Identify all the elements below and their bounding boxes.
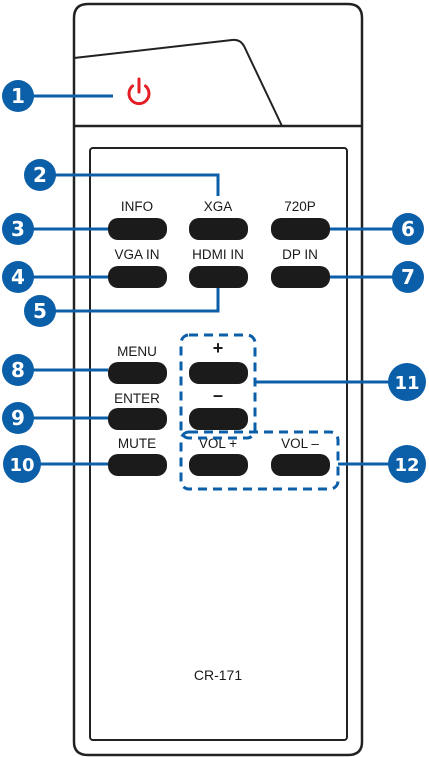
leader-5 (50, 288, 220, 313)
callout-4: 4 (2, 261, 34, 293)
mute-label: MUTE (118, 436, 156, 451)
callout-8: 8 (2, 354, 34, 386)
svg-text:4: 4 (11, 265, 25, 289)
vol-minus-label: VOL – (281, 436, 319, 451)
callout-6: 6 (392, 213, 424, 245)
callout-5: 5 (24, 295, 56, 327)
svg-text:6: 6 (401, 217, 415, 241)
hdmi-in-label: HDMI IN (192, 247, 244, 262)
minus-label: – (213, 385, 223, 405)
svg-text:1: 1 (11, 84, 25, 108)
power-icon[interactable] (127, 77, 151, 106)
svg-text:12: 12 (394, 455, 419, 476)
callout-10: 10 (3, 445, 41, 483)
vol-plus-button[interactable] (189, 454, 248, 476)
svg-text:2: 2 (33, 163, 47, 187)
mute-button[interactable] (108, 454, 167, 476)
svg-text:7: 7 (401, 265, 415, 289)
svg-text:10: 10 (9, 455, 34, 476)
arrow-group-outline (179, 333, 257, 440)
enter-label: ENTER (114, 391, 160, 406)
p720-button[interactable] (271, 218, 330, 240)
vol-minus-button[interactable] (271, 454, 330, 476)
svg-text:5: 5 (33, 299, 47, 323)
volume-group-outline (179, 430, 340, 491)
p720-label: 720P (284, 199, 316, 214)
callout-9: 9 (2, 402, 34, 434)
xga-label: XGA (204, 199, 233, 214)
vga-in-button[interactable] (108, 266, 167, 288)
model-number: CR-171 (194, 667, 242, 683)
plus-label: + (213, 338, 224, 358)
plus-button[interactable] (189, 362, 248, 384)
callout-3: 3 (2, 213, 34, 245)
dp-in-button[interactable] (271, 266, 330, 288)
menu-button[interactable] (108, 362, 167, 384)
enter-button[interactable] (108, 408, 167, 430)
svg-text:3: 3 (11, 217, 25, 241)
svg-text:8: 8 (11, 358, 25, 382)
vga-in-label: VGA IN (114, 247, 159, 262)
menu-label: MENU (117, 344, 157, 359)
minus-button[interactable] (189, 408, 248, 430)
face-panel (89, 147, 348, 741)
dp-in-label: DP IN (282, 247, 318, 262)
xga-button[interactable] (189, 218, 248, 240)
info-label: INFO (121, 199, 153, 214)
svg-text:9: 9 (11, 406, 25, 430)
callout-7: 7 (392, 261, 424, 293)
callout-2: 2 (24, 159, 56, 191)
leader-2 (50, 173, 220, 196)
callout-11: 11 (388, 363, 426, 401)
info-button[interactable] (108, 218, 167, 240)
vol-plus-label: VOL + (199, 436, 237, 451)
callout-12: 12 (388, 445, 426, 483)
top-curve (73, 38, 283, 127)
hdmi-in-button[interactable] (189, 266, 248, 288)
callout-1: 1 (2, 80, 34, 112)
svg-text:11: 11 (394, 373, 419, 394)
